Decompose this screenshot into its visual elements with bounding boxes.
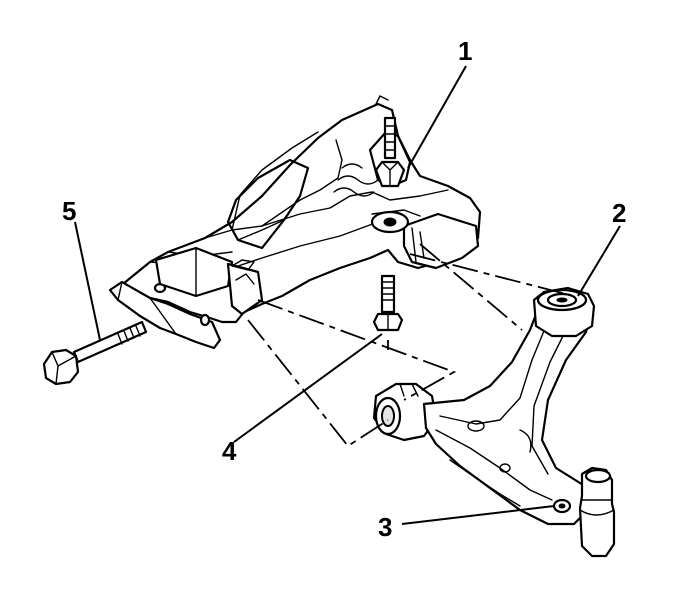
alignment-lines <box>247 243 567 448</box>
callout-5: 5 <box>62 196 76 226</box>
callout-labels: 1 2 3 4 5 <box>62 36 626 542</box>
leader-5 <box>74 221 101 341</box>
leader-4 <box>233 333 383 443</box>
long-bolt <box>42 320 148 386</box>
callout-1: 1 <box>458 36 472 66</box>
callout-leaders <box>74 65 621 525</box>
upper-nut <box>374 116 406 188</box>
vertical-bolt <box>372 274 404 332</box>
leader-2 <box>577 225 621 297</box>
lower-control-arm <box>372 286 616 558</box>
callout-3: 3 <box>378 512 392 542</box>
callout-2: 2 <box>612 198 626 228</box>
leader-3 <box>401 505 555 525</box>
subframe-crossmember <box>108 95 482 350</box>
leader-1 <box>407 65 467 169</box>
callout-4: 4 <box>222 436 237 466</box>
